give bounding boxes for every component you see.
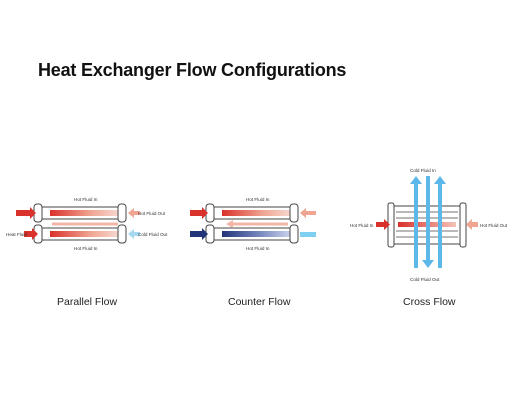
parallel-hot-in-top-label: Hot Fluid In <box>74 197 98 202</box>
parallel-flow-diagram <box>16 203 140 244</box>
counter-hot-in-top-label: Hot Fluid In <box>246 197 270 202</box>
counter-hot-in-bottom-label: Hot Fluid In <box>246 246 270 251</box>
cross-hot-out-label: Hot Fluid Out <box>480 223 508 228</box>
parallel-hot-in-bottom-label: Hot Fluid In <box>74 246 98 251</box>
parallel-hot-out-label: Hot Fluid Out <box>138 211 166 216</box>
page-title: Heat Exchanger Flow Configurations <box>38 60 347 80</box>
cross-hot-in-label: Hot Fluid In <box>350 223 374 228</box>
cross-flow-caption: Cross Flow <box>403 296 456 308</box>
parallel-cold-out-label: Cold Fluid Out <box>138 232 168 237</box>
parallel-flow-caption: Parallel Flow <box>57 296 118 308</box>
counter-flow-caption: Counter Flow <box>228 296 291 308</box>
counter-flow-diagram <box>190 203 316 244</box>
parallel-heat-fluid-label: Heat Fluid <box>6 232 27 237</box>
cross-flow-diagram <box>376 176 478 268</box>
cross-cold-out-label: Cold Fluid Out <box>410 277 440 282</box>
cross-cold-in-top-label: Cold Fluid In <box>410 168 436 173</box>
